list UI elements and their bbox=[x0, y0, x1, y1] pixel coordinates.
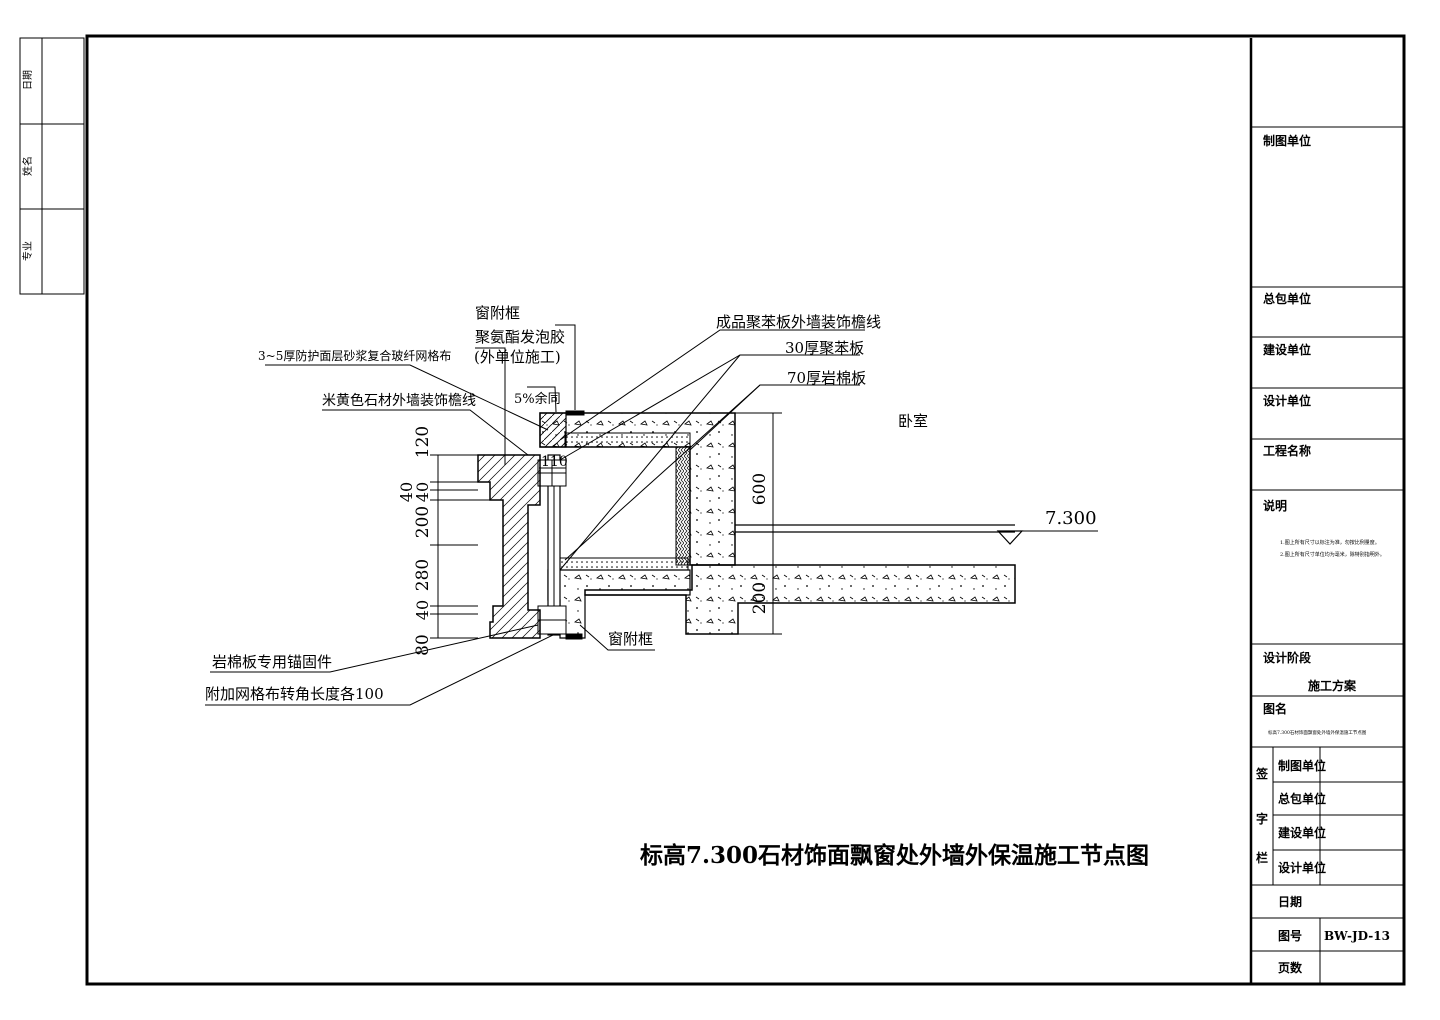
dim-40a: 40 bbox=[397, 482, 416, 502]
label-window-frame-bottom: 窗附框 bbox=[608, 630, 653, 648]
tb-design-phase: 施工方案 bbox=[1308, 678, 1357, 693]
dim-40c: 40 bbox=[413, 600, 432, 620]
tb-sign-char-3: 栏 bbox=[1256, 850, 1268, 865]
drawing-title: 标高7.300石材饰面飘窗处外墙外保温施工节点图 bbox=[640, 842, 1149, 869]
stamp-specialty: 专业 bbox=[21, 241, 34, 261]
rockwool-layer bbox=[675, 446, 691, 566]
dim-600: 600 bbox=[750, 473, 770, 505]
detail bbox=[205, 324, 1098, 706]
dimension-labels: 120 40 40 200 280 40 80 110 600 200 bbox=[397, 426, 770, 656]
tb-date-label: 日期 bbox=[1278, 894, 1302, 909]
tb-notes-label: 说明 bbox=[1263, 498, 1287, 513]
title-block-text: 制图单位 总包单位 建设单位 设计单位 工程名称 说明 1.图上所有尺寸以标注为… bbox=[1255, 133, 1390, 975]
tb-drawing-name: 标高7.300石材饰面飘窗处外墙外保温施工节点图 bbox=[1268, 729, 1367, 736]
dim-40b: 40 bbox=[413, 482, 432, 502]
dim-120: 120 bbox=[413, 426, 433, 458]
dim-200-right: 200 bbox=[750, 582, 770, 614]
stone-cornice bbox=[477, 454, 541, 639]
stamp-name: 姓名 bbox=[21, 156, 34, 176]
floor-slab bbox=[584, 564, 1016, 635]
tb-design-phase-label: 设计阶段 bbox=[1263, 650, 1312, 665]
label-slope: 5%余同 bbox=[514, 391, 561, 407]
tb-sign-row-2: 总包单位 bbox=[1278, 791, 1326, 806]
stamp-date: 日期 bbox=[22, 70, 34, 90]
tb-sign-char-1: 签 bbox=[1255, 766, 1269, 781]
label-eps-30: 30厚聚苯板 bbox=[785, 339, 864, 357]
tb-construction-unit: 建设单位 bbox=[1262, 342, 1311, 357]
tb-drawing-no-label: 图号 bbox=[1278, 928, 1302, 943]
tb-sign-char-2: 字 bbox=[1256, 811, 1268, 826]
label-stone-cornice: 米黄色石材外墙装饰檐线 bbox=[322, 392, 476, 409]
dim-200: 200 bbox=[413, 506, 433, 538]
dim-80: 80 bbox=[413, 634, 433, 656]
tb-project-name: 工程名称 bbox=[1263, 443, 1311, 458]
dim-110: 110 bbox=[541, 454, 568, 470]
label-window-frame-top: 窗附框 bbox=[475, 304, 520, 322]
label-elevation: 7.300 bbox=[1045, 508, 1097, 529]
tb-drawing-unit: 制图单位 bbox=[1263, 133, 1311, 148]
tb-pages-label: 页数 bbox=[1278, 960, 1303, 975]
label-eps-cornice: 成品聚苯板外墙装饰檐线 bbox=[716, 313, 881, 331]
tb-note-2: 2.图上所有尺寸单位均为毫米，除特别指明外。 bbox=[1280, 551, 1385, 558]
dim-280: 280 bbox=[413, 559, 433, 591]
tb-drawing-no: BW-JD-13 bbox=[1324, 929, 1390, 943]
label-pu-foam: 聚氨酯发泡胶 bbox=[475, 328, 565, 346]
label-pu-foam-note: (外单位施工) bbox=[474, 348, 561, 366]
tb-sign-row-1: 制图单位 bbox=[1278, 758, 1326, 773]
left-stamp: 日期 姓名 专业 bbox=[19, 37, 85, 295]
tb-design-unit: 设计单位 bbox=[1263, 393, 1311, 408]
label-mesh-layer: 3~5厚防护面层砂浆复合玻纤网格布 bbox=[258, 348, 451, 363]
label-anchor: 岩棉板专用锚固件 bbox=[212, 653, 332, 671]
eps-top-layer bbox=[564, 432, 691, 448]
tb-sign-row-3: 建设单位 bbox=[1277, 825, 1326, 840]
bottom-ledge bbox=[547, 569, 691, 639]
label-bedroom: 卧室 bbox=[898, 412, 928, 430]
tb-general-contractor: 总包单位 bbox=[1263, 291, 1311, 306]
title-block bbox=[1249, 38, 1404, 984]
label-rockwool-70: 70厚岩棉板 bbox=[787, 369, 866, 387]
eps-cornice-top bbox=[539, 412, 567, 448]
tb-note-1: 1.图上所有尺寸以标注为准，勿按比例量度。 bbox=[1280, 539, 1380, 546]
tb-drawing-name-label: 图名 bbox=[1263, 701, 1287, 716]
tb-sign-row-4: 设计单位 bbox=[1278, 860, 1326, 875]
sheet-border bbox=[85, 34, 1406, 986]
annotations: 窗附框 聚氨酯发泡胶 (外单位施工) 3~5厚防护面层砂浆复合玻纤网格布 米黄色… bbox=[205, 304, 1097, 703]
label-extra-mesh: 附加网格布转角长度各100 bbox=[205, 685, 384, 703]
